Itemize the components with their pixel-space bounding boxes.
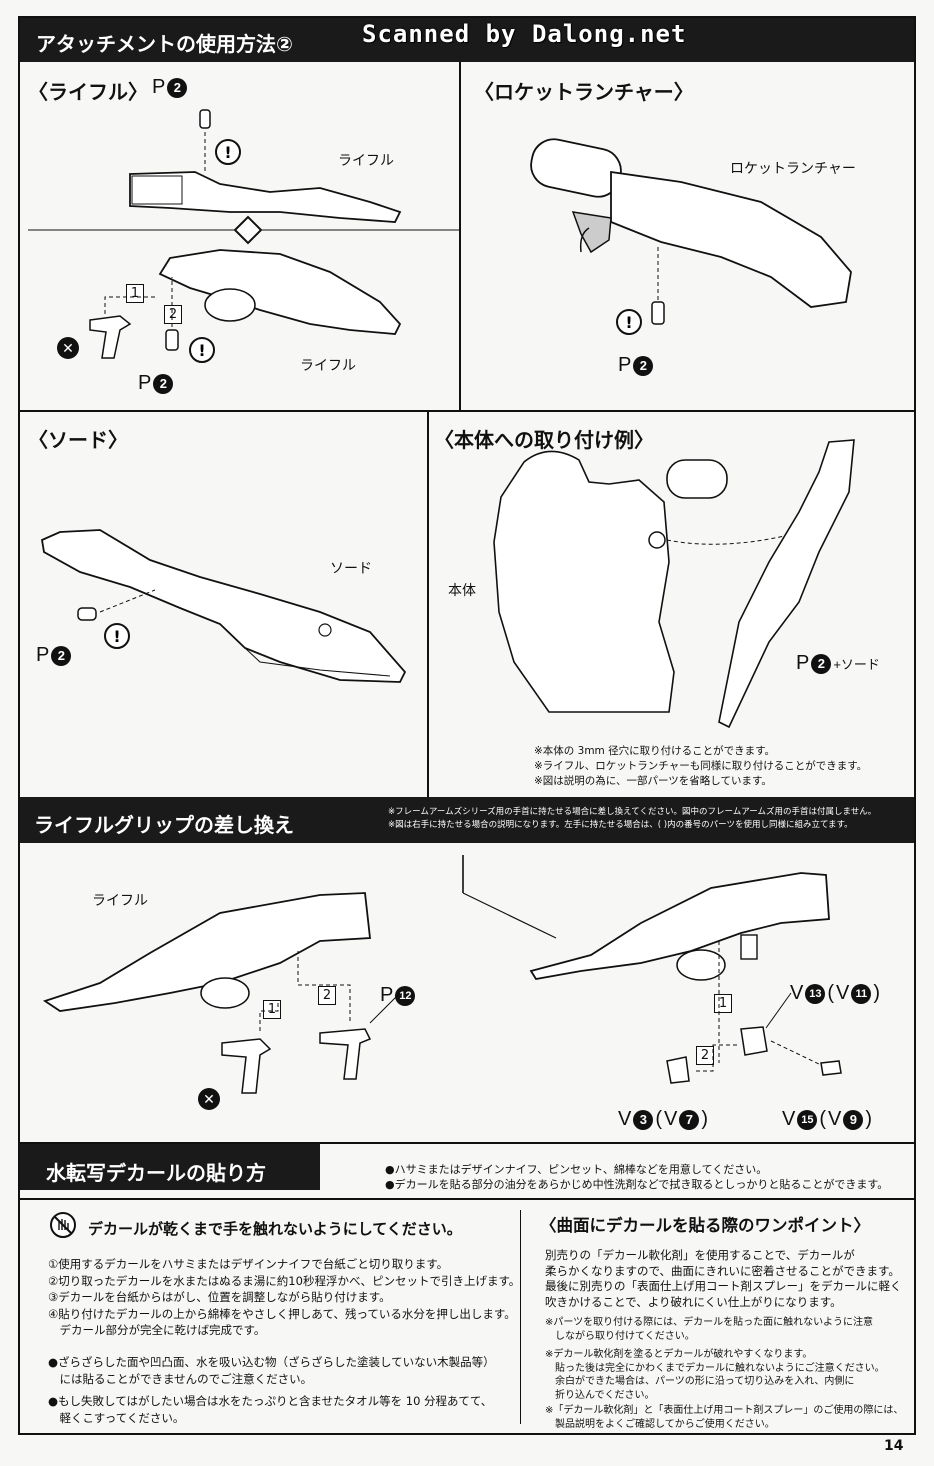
divider-v2 [427,412,429,797]
svg-text:!: ! [198,341,205,360]
grip-step1-box: 1 [263,998,281,1019]
rifle-label-top: ライフル [338,153,394,169]
grip-step2-box: 2 [318,984,336,1005]
mount-illustration [493,439,855,729]
step1-box: 1 [126,282,144,303]
decal-bullet2: ●もし失敗してはがしたい場合は水をたっぷりと含ませたタオル等を 10 分程あてて… [48,1394,493,1425]
sword-heading: 〈ソード〉 [28,428,128,452]
grip-right-step2-box: 2 [696,1044,714,1065]
section-title-decal: 水転写デカールの貼り方 [46,1161,266,1185]
sword-label: ソード [330,561,372,577]
section-header-decal: 水転写デカールの貼り方 [20,1144,320,1190]
divider-h3 [20,1142,914,1144]
grip-notes: ※フレームアームズシリーズ用の手首に持たせる場合に差し換えてください。図中のフレ… [388,807,877,830]
mount-notes: ※本体の 3mm 径穴に取り付けることができます。 ※ライフル、ロケットランチャ… [534,745,868,787]
rocket-heading: 〈ロケットランチャー〉 [474,80,694,104]
divider-v3 [520,1210,521,1424]
rifle-heading: 〈ライフル〉 [28,80,148,104]
decal-warning: デカールが乾くまで手を触れないようにしてください。 [88,1220,462,1238]
decal-bullet1: ●ざらざらした面や凹凸面、水を吸い込む物（ざらざらした塗装していない木製品等） … [48,1355,495,1386]
section-title-attachment: アタッチメントの使用方法② [36,32,293,56]
rifle-label-bottom: ライフル [300,358,356,374]
svg-text:!: ! [224,143,231,162]
step2-box: 2 [164,303,182,324]
tip-note-2: ※デカール軟化剤を塗るとデカールが破れやすくなります。 貼った後は完全にかわくま… [545,1349,885,1401]
grip-left-illustration: ✕ [42,892,401,1110]
decal-prep: ●ハサミまたはデザインナイフ、ピンセット、綿棒などを用意してください。 ●デカー… [385,1163,889,1191]
tip-heading: 〈曲面にデカールを貼る際のワンポイント〉 [540,1216,870,1235]
mount-body-label: 本体 [448,583,476,599]
rifle-illustration: ✕ ! ! [28,109,460,363]
grip-rifle-label: ライフル [92,893,148,909]
svg-text:!: ! [113,627,120,646]
tip-body: 別売りの「デカール軟化剤」を使用することで、デカールが 柔らかくなりますので、曲… [545,1248,902,1309]
tip-note-1: ※パーツを取り付ける際には、デカールを貼った面に触れないように注意 しながら取り… [545,1317,873,1342]
mount-heading: 〈本体への取り付け例〉 [434,428,654,452]
watermark: Scanned by Dalong.net [362,20,687,48]
section-header-attachment: アタッチメントの使用方法② [20,18,914,62]
svg-text:✕: ✕ [203,1092,215,1108]
section-header-grip: ライフルグリップの差し換え ※フレームアームズシリーズ用の手首に持たせる場合に差… [20,797,914,843]
no-touch-icon [50,1212,76,1238]
rocket-label: ロケットランチャー [730,161,856,177]
grip-right-illustration [462,855,842,1084]
tip-note-3: ※「デカール軟化剤」と「表面仕上げ用コート剤スプレー」のご使用の際には、 製品説… [545,1405,904,1430]
svg-text:!: ! [625,313,632,332]
divider-v1 [459,62,461,412]
svg-text:✕: ✕ [62,341,74,357]
section-title-grip: ライフルグリップの差し換え [34,813,294,837]
divider-h1 [20,410,914,412]
page-number: 14 [884,1438,904,1454]
page-frame [18,16,916,1435]
divider-h4 [20,1198,914,1200]
decal-steps: ①使用するデカールをハサミまたはデザインナイフで台紙ごと切り取ります。 ②切り取… [48,1257,521,1337]
sword-illustration: ! [40,529,407,683]
rocket-illustration: ! [530,138,852,335]
